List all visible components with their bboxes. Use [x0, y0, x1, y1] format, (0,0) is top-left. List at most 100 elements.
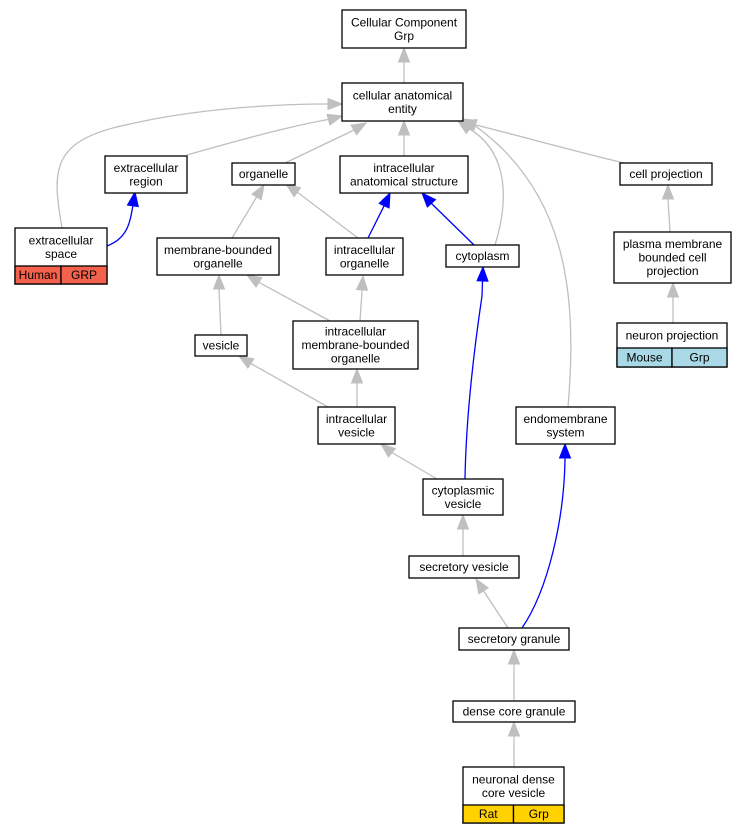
- gene-tag: GRP: [71, 268, 97, 282]
- node-box: [292, 320, 419, 370]
- node-box: [619, 162, 713, 186]
- node-dense-core-granule[interactable]: dense core granule: [452, 700, 576, 723]
- edge-membrane-bounded-organelle-to-organelle: [231, 183, 265, 239]
- edge-intracellular-vesicle-to-intracellular-membrane-bounded-organelle: [350, 367, 364, 407]
- edge-line: [218, 289, 222, 336]
- node-secretory-vesicle[interactable]: secretory vesicle: [408, 555, 520, 579]
- gene-tag-cell: [671, 347, 728, 368]
- edge-secretory-granule-to-endomembrane-system: [521, 442, 572, 629]
- arrowhead: [350, 367, 364, 384]
- edge-line: [296, 191, 359, 239]
- node-label-line: cellular anatomical: [353, 88, 452, 102]
- edge-intracellular-membrane-bounded-organelle-to-intracellular-organelle: [355, 274, 369, 322]
- node-label-line: anatomical structure: [350, 174, 458, 188]
- node-box: [422, 478, 504, 516]
- node-label-line: organelle: [193, 256, 243, 270]
- node-label-line: dense core granule: [463, 705, 566, 719]
- node-label-line: organelle: [340, 256, 390, 270]
- node-label-line: organelle: [331, 352, 381, 366]
- edge-line: [106, 204, 134, 247]
- arrowhead: [327, 97, 344, 111]
- arrowhead: [460, 118, 478, 132]
- node-box: [452, 700, 576, 723]
- arrowhead: [476, 265, 489, 282]
- edge-layer: [56, 46, 680, 767]
- edge-cell-projection-to-cellular-anatomical-entity: [460, 118, 625, 164]
- gene-tag: Grp: [529, 807, 549, 821]
- arrowhead: [355, 274, 369, 291]
- arrowhead: [245, 274, 263, 288]
- edge-cytoplasmic-vesicle-to-cytoplasm: [464, 265, 489, 480]
- gene-tag-cell: [512, 804, 565, 824]
- node-label-line: extracellular: [114, 161, 179, 175]
- arrowhead: [558, 442, 572, 459]
- edge-neuron-projection-to-plasma-membrane-bounded-cell-projection: [666, 281, 680, 323]
- arrowhead: [661, 183, 675, 200]
- node-cytoplasm[interactable]: cytoplasm: [445, 244, 520, 268]
- node-box: [156, 237, 280, 276]
- node-label-line: secretory vesicle: [419, 560, 509, 574]
- edge-intracellular-organelle-to-intracellular-anatomical-structure: [367, 191, 391, 239]
- node-label-line: entity: [388, 102, 417, 116]
- node-label-line: neuron projection: [626, 329, 719, 343]
- edge-secretory-vesicle-to-cytoplasmic-vesicle: [456, 513, 470, 556]
- node-box: [317, 406, 396, 445]
- gene-tag-cell: [60, 265, 108, 285]
- edge-line: [667, 198, 671, 233]
- node-label-line: projection: [646, 264, 698, 278]
- edge-line: [186, 118, 332, 156]
- edge-intracellular-vesicle-to-vesicle: [237, 355, 329, 408]
- node-organelle[interactable]: organelle: [231, 162, 296, 186]
- node-label-line: bounded cell: [638, 251, 706, 265]
- edge-cellular-anatomical-entity-to-cellular-component-grp: [397, 46, 411, 83]
- node-box: [231, 162, 296, 186]
- arrowhead: [251, 183, 265, 201]
- node-label-line: Cellular Component: [351, 15, 458, 29]
- node-vesicle[interactable]: vesicle: [194, 334, 248, 357]
- edge-intracellular-organelle-to-organelle: [284, 183, 359, 239]
- arrowhead: [507, 648, 521, 665]
- arrowhead: [350, 122, 368, 136]
- edge-extracellular-region-to-cellular-anatomical-entity: [186, 113, 344, 156]
- edge-line: [521, 458, 566, 629]
- species-tag: Human: [19, 268, 58, 282]
- node-label-line: core vesicle: [482, 786, 546, 800]
- edge-line: [231, 196, 258, 239]
- arrowhead: [326, 113, 344, 126]
- node-label-line: Grp: [394, 29, 414, 43]
- edge-extracellular-space-to-cellular-anatomical-entity: [56, 97, 344, 229]
- arrowhead: [126, 190, 139, 208]
- edge-line: [473, 124, 572, 408]
- arrowhead: [507, 720, 521, 737]
- arrowhead: [666, 281, 680, 298]
- node-box: [341, 9, 467, 49]
- node-label-line: plasma membrane: [623, 237, 723, 251]
- arrowhead: [475, 577, 490, 595]
- node-label-line: cell projection: [629, 167, 702, 181]
- arrowhead: [237, 355, 255, 370]
- species-tag: Mouse: [626, 351, 662, 365]
- node-label-line: vesicle: [203, 339, 240, 353]
- node-label-line: neuronal dense: [472, 772, 555, 786]
- edge-vesicle-to-membrane-bounded-organelle: [212, 273, 226, 336]
- node-cell-projection[interactable]: cell projection: [619, 162, 713, 186]
- node-secretory-granule[interactable]: secretory granule: [458, 627, 570, 651]
- node-box: [445, 244, 520, 268]
- node-label-line: region: [129, 174, 162, 188]
- node-box: [325, 237, 404, 276]
